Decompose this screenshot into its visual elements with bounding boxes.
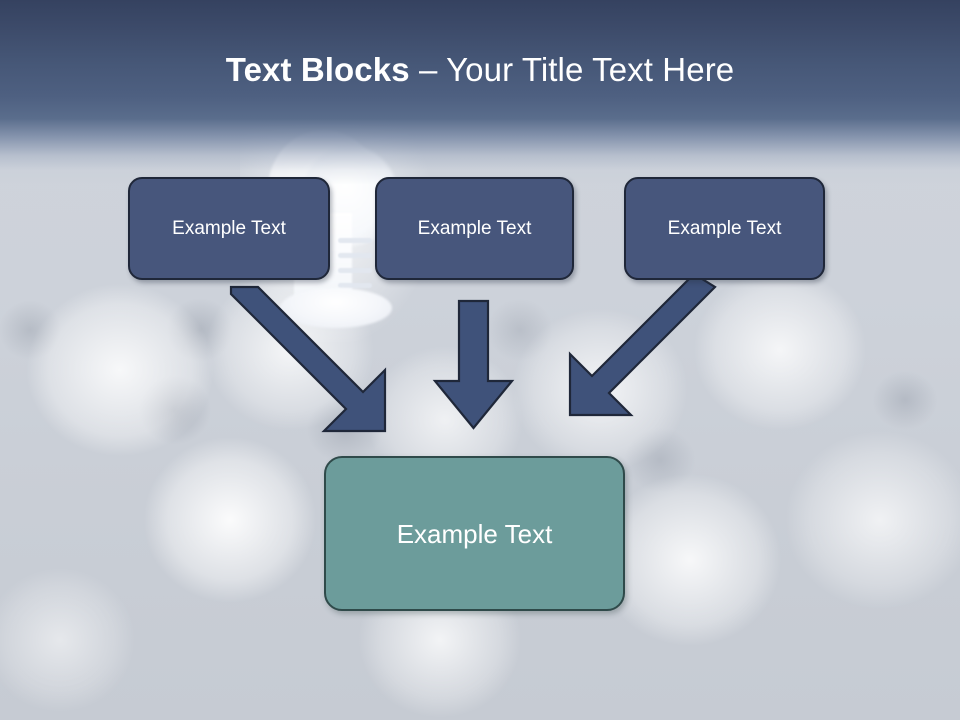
text-block-2-label: Example Text <box>417 217 532 239</box>
text-block-3[interactable]: Example Text <box>624 177 825 280</box>
result-text-block[interactable]: Example Text <box>324 456 625 611</box>
page-title: Text Blocks – Your Title Text Here <box>0 48 960 92</box>
text-block-1[interactable]: Example Text <box>128 177 330 280</box>
title-separator: – <box>418 51 447 88</box>
text-block-2[interactable]: Example Text <box>375 177 574 280</box>
header-gradient-band <box>0 0 960 185</box>
title-light-text: Your Title Text Here <box>446 51 735 88</box>
text-block-3-label: Example Text <box>667 217 782 239</box>
text-block-1-label: Example Text <box>172 217 286 239</box>
title-bold-text: Text Blocks <box>225 51 419 88</box>
result-text-block-label: Example Text <box>396 518 553 549</box>
